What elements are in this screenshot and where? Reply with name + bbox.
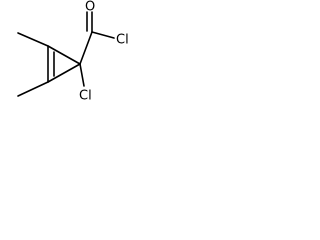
bond-c1-cl: [79, 63, 85, 87]
ring-bond-c1-c3: [47, 63, 81, 83]
ring-bond-c1-c2: [47, 45, 81, 65]
atom-label-chlorine-ring: Cl: [79, 89, 92, 104]
molecule-structure: O Cl Cl: [17, 0, 129, 104]
atom-label-chlorine-acyl: Cl: [116, 33, 129, 48]
bond-c1-carbonyl: [79, 31, 93, 65]
atom-label-oxygen: O: [85, 0, 95, 15]
methyl-bond-top: [17, 32, 49, 47]
bond-carbonyl-cl: [91, 31, 115, 39]
methyl-bond-bottom: [17, 81, 49, 97]
